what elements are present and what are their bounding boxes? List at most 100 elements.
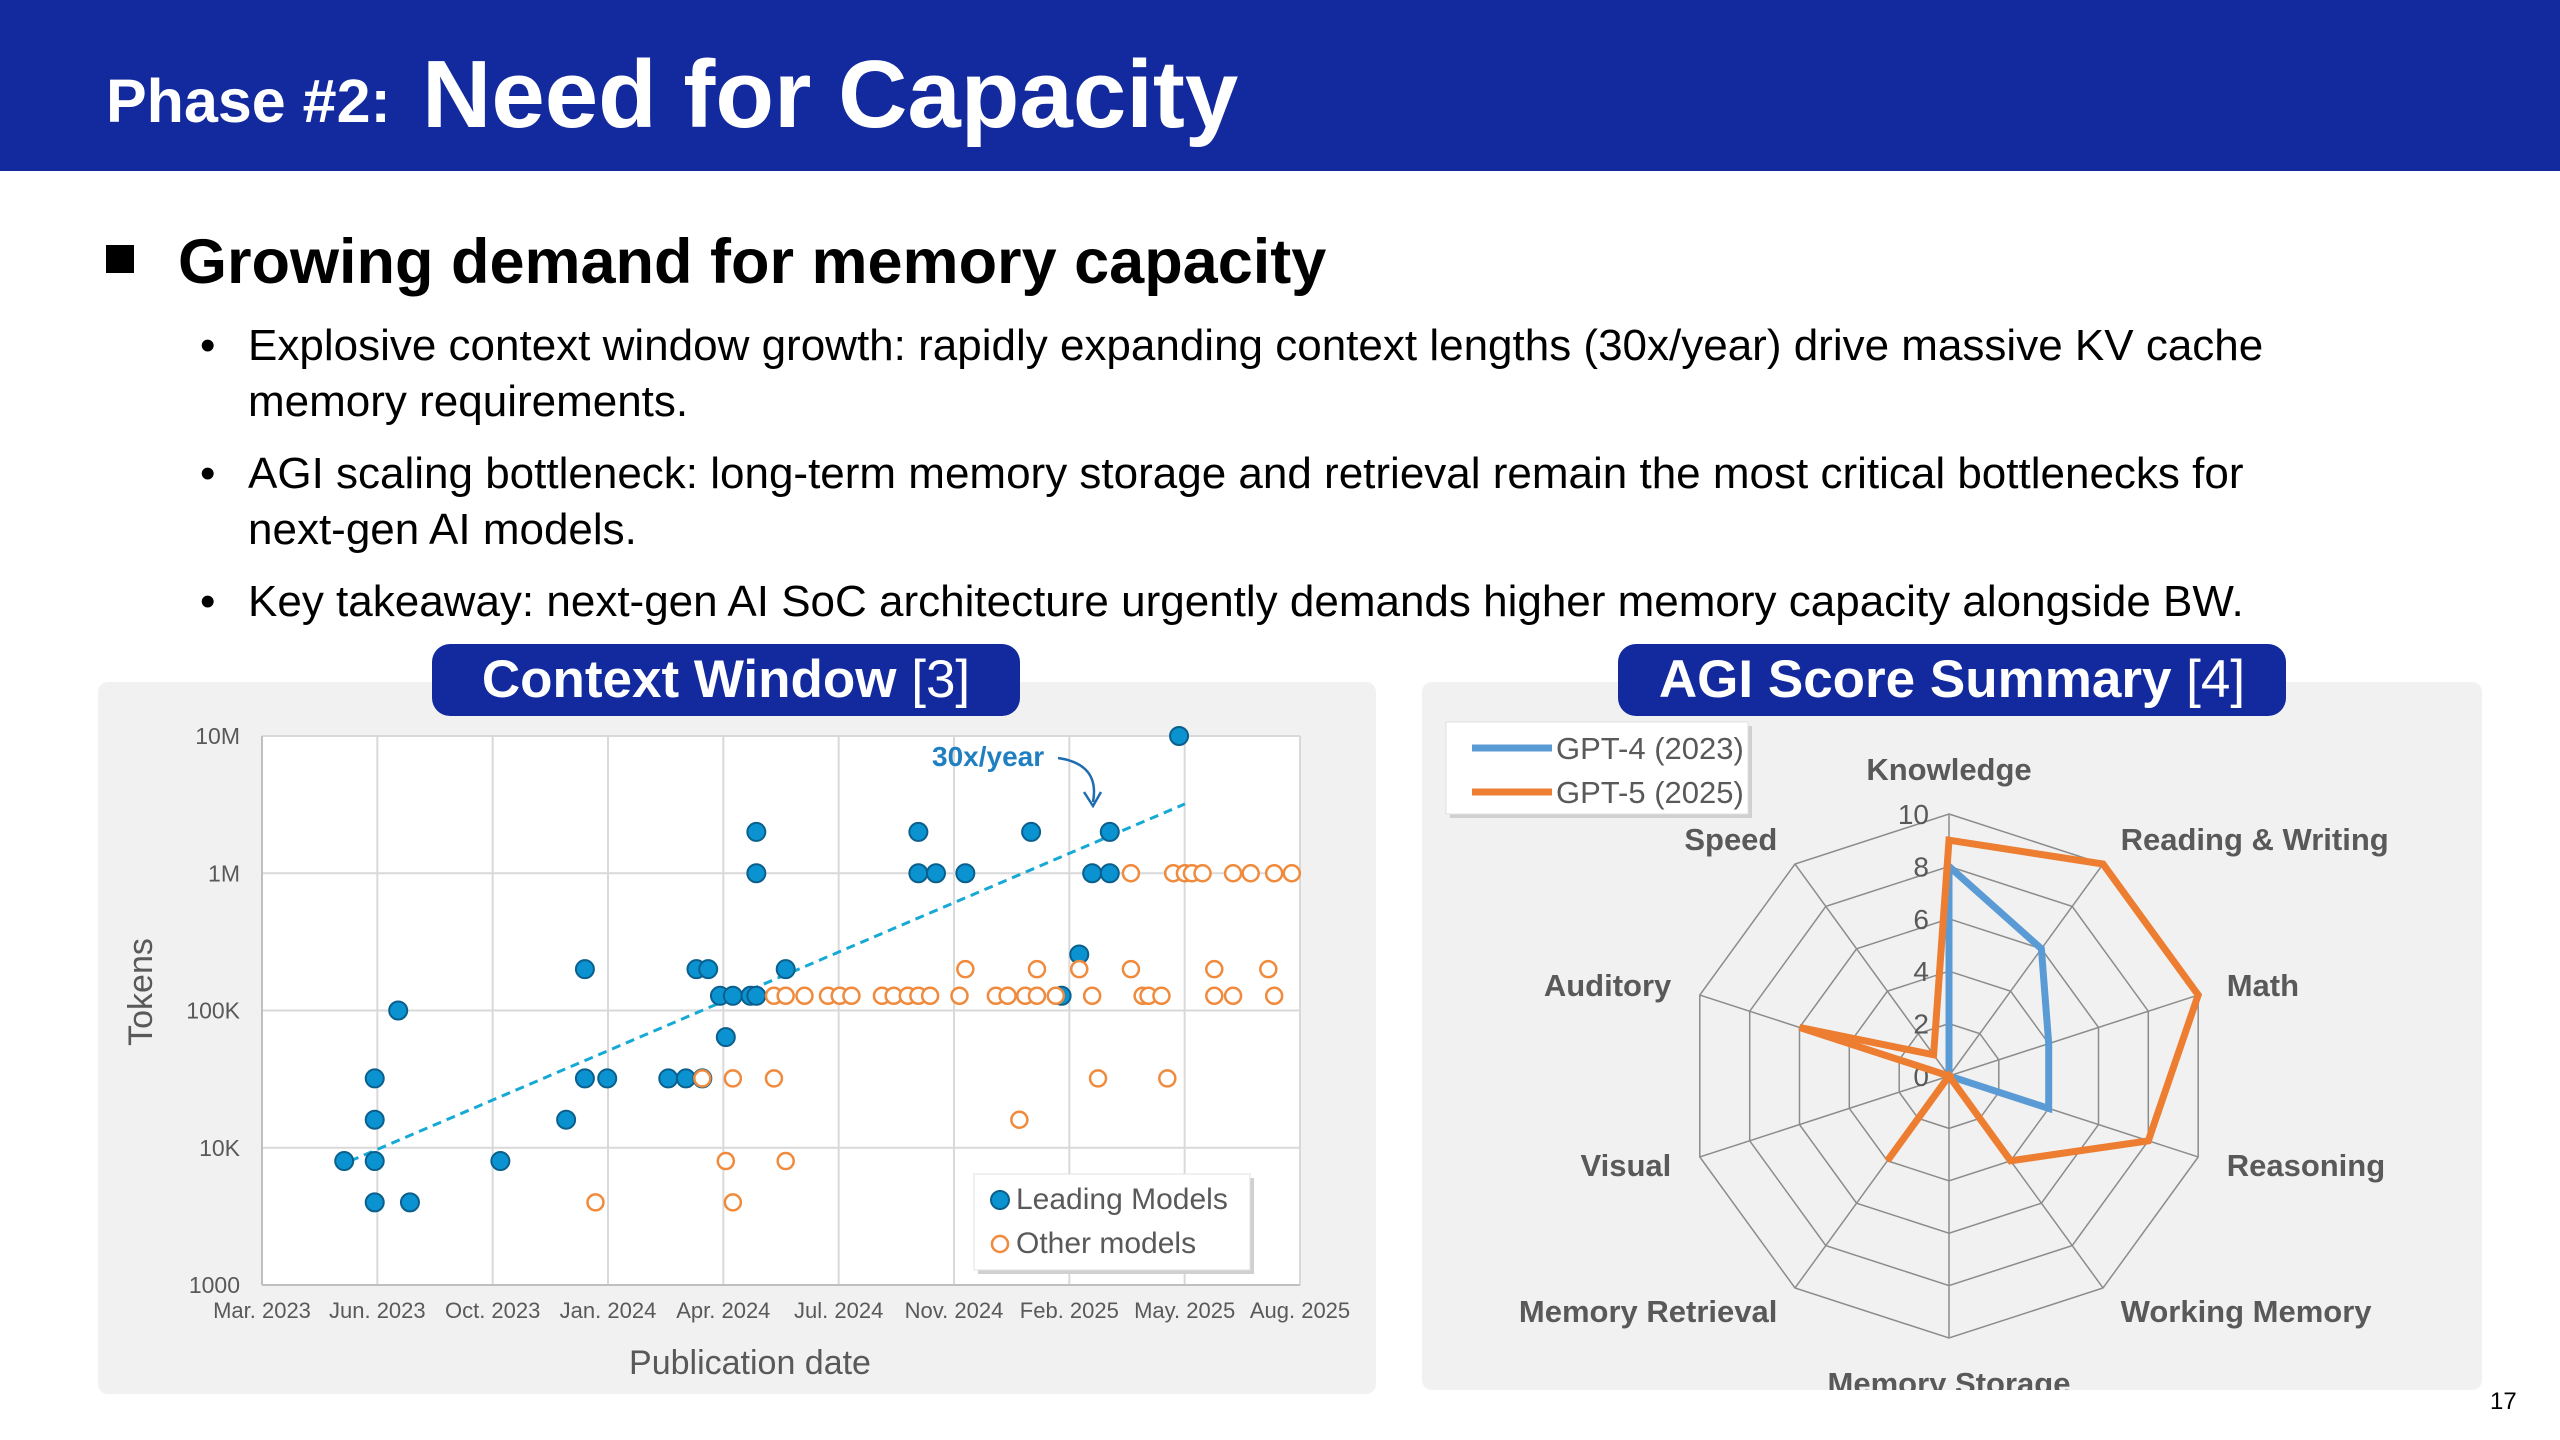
leading-model-point (388, 1000, 409, 1021)
annotation-arrow (1057, 756, 1096, 803)
x-tick-label: Oct. 2023 (445, 1298, 540, 1323)
leading-model-point (334, 1151, 355, 1172)
radar-tick-label: 6 (1913, 904, 1929, 935)
x-tick-label: Jan. 2024 (560, 1298, 657, 1323)
agi-score-title: AGI Score Summary [4] (1618, 644, 2286, 716)
agi-score-ref: [4] (2186, 650, 2246, 709)
leading-model-point (715, 1027, 736, 1048)
radar-axis-label: Memory Storage (1828, 1366, 2071, 1390)
context-window-title: Context Window [3] (432, 644, 1020, 716)
other-model-point (795, 986, 814, 1006)
radar-spoke (1794, 863, 1950, 1077)
x-axis-label: Publication date (629, 1344, 871, 1382)
other-model-point (1027, 959, 1047, 979)
leading-model-point (1099, 863, 1120, 884)
bullet-item: Key takeaway: next-gen AI SoC architectu… (200, 574, 2500, 630)
leading-model-point (364, 1068, 385, 1089)
agi-score-title-text: AGI Score Summary (1658, 650, 2172, 709)
other-model-point (693, 1069, 712, 1088)
leading-model-point (364, 1109, 385, 1130)
leading-model-point (1082, 863, 1103, 884)
bullet-line: Key takeaway: next-gen AI SoC architectu… (248, 577, 2244, 626)
legend-gpt5-label: GPT-5 (2025) (1556, 775, 1744, 810)
bullet-line: Explosive context window growth: rapidly… (248, 321, 2264, 370)
radar-axis-label: Auditory (1544, 968, 1672, 1003)
other-model-point (776, 986, 795, 1006)
other-model-point (1158, 1069, 1177, 1088)
leading-model-point (364, 1192, 385, 1213)
radar-axis-label: Visual (1581, 1148, 1672, 1183)
page-number: 17 (2490, 1388, 2517, 1415)
leading-model-point (746, 985, 767, 1006)
x-tick-label: Mar. 2023 (213, 1298, 311, 1323)
leading-model-point (722, 985, 743, 1006)
leading-model-point (597, 1068, 618, 1089)
leading-model-point (925, 863, 946, 884)
bullet-line: next-gen AI models. (248, 505, 637, 554)
radar-tick-label: 4 (1913, 956, 1929, 987)
radar-spoke (1699, 1075, 1950, 1158)
leading-model-point (1169, 726, 1190, 746)
bullet-list: Explosive context window growth: rapidly… (200, 318, 2500, 646)
context-window-title-text: Context Window (481, 650, 897, 709)
legend-box (973, 1173, 1251, 1271)
x-tick-label: Feb. 2025 (1020, 1298, 1119, 1323)
gpt5-series-line (1798, 836, 2203, 1165)
other-model-point (920, 986, 940, 1006)
x-tick-label: Jul. 2024 (794, 1298, 883, 1323)
y-tick-label: 10M (195, 723, 240, 749)
y-tick-label: 100K (186, 998, 240, 1024)
x-tick-label: May. 2025 (1134, 1298, 1235, 1323)
slide-title: Need for Capacity (422, 41, 1239, 148)
trend-annotation: 30x/year (932, 741, 1044, 772)
x-tick-label: Apr. 2024 (676, 1298, 770, 1323)
radar-axis-label: Math (2227, 968, 2299, 1003)
radar-tick-label: 8 (1913, 851, 1929, 882)
other-model-point (1121, 864, 1141, 883)
other-model-point (1259, 959, 1278, 979)
trend-line (349, 802, 1186, 1163)
x-tick-label: Aug. 2025 (1250, 1298, 1350, 1323)
square-bullet-icon (106, 245, 134, 273)
other-model-point (842, 986, 861, 1006)
section-title: Growing demand for memory capacity (106, 226, 1326, 298)
y-tick-label: 1000 (189, 1272, 240, 1298)
context-window-ref: [3] (911, 650, 971, 709)
legend-leading-label: Leading Models (1016, 1183, 1228, 1216)
other-model-point (1223, 864, 1243, 883)
y-axis-label: Tokens (122, 938, 160, 1046)
x-tick-label: Nov. 2024 (905, 1298, 1004, 1323)
other-model-point (1027, 986, 1047, 1006)
legend-leading-marker (990, 1190, 1010, 1210)
bullet-item: Explosive context window growth: rapidly… (200, 318, 2500, 430)
leading-model-point (908, 863, 929, 884)
other-model-point (1205, 959, 1224, 979)
leading-model-point (955, 863, 976, 884)
other-model-point (716, 1151, 736, 1171)
other-model-point (1046, 986, 1066, 1006)
other-model-point (950, 986, 969, 1006)
x-tick-label: Jun. 2023 (329, 1298, 426, 1323)
legend-other-marker (990, 1234, 1010, 1254)
context-window-chart: Mar. 2023 Jun. 2023 Oct. 2023 Jan. 2024 Apr.… (122, 723, 1350, 1382)
radar-spoke (1948, 994, 2199, 1077)
other-model-point (1223, 986, 1243, 1006)
radar-axis-label: Reading & Writing (2121, 822, 2389, 857)
other-model-point (1241, 864, 1260, 883)
leading-model-point (556, 1109, 577, 1130)
leading-model-point (675, 1068, 696, 1089)
leading-model-point (1021, 821, 1042, 842)
leading-model-point (698, 959, 719, 980)
radar-axis-label: Knowledge (1866, 752, 2031, 787)
other-model-point (1193, 864, 1212, 883)
other-model-point (1205, 986, 1224, 1006)
radar-tick-label: 2 (1913, 1009, 1929, 1040)
other-model-point (998, 986, 1017, 1006)
leading-model-point (490, 1151, 511, 1172)
other-model-point (1152, 986, 1171, 1006)
bullet-line: AGI scaling bottleneck: long-term memory… (248, 449, 2244, 498)
other-model-point (1069, 959, 1089, 979)
other-model-point (1010, 1110, 1029, 1129)
other-model-point (1121, 959, 1141, 979)
